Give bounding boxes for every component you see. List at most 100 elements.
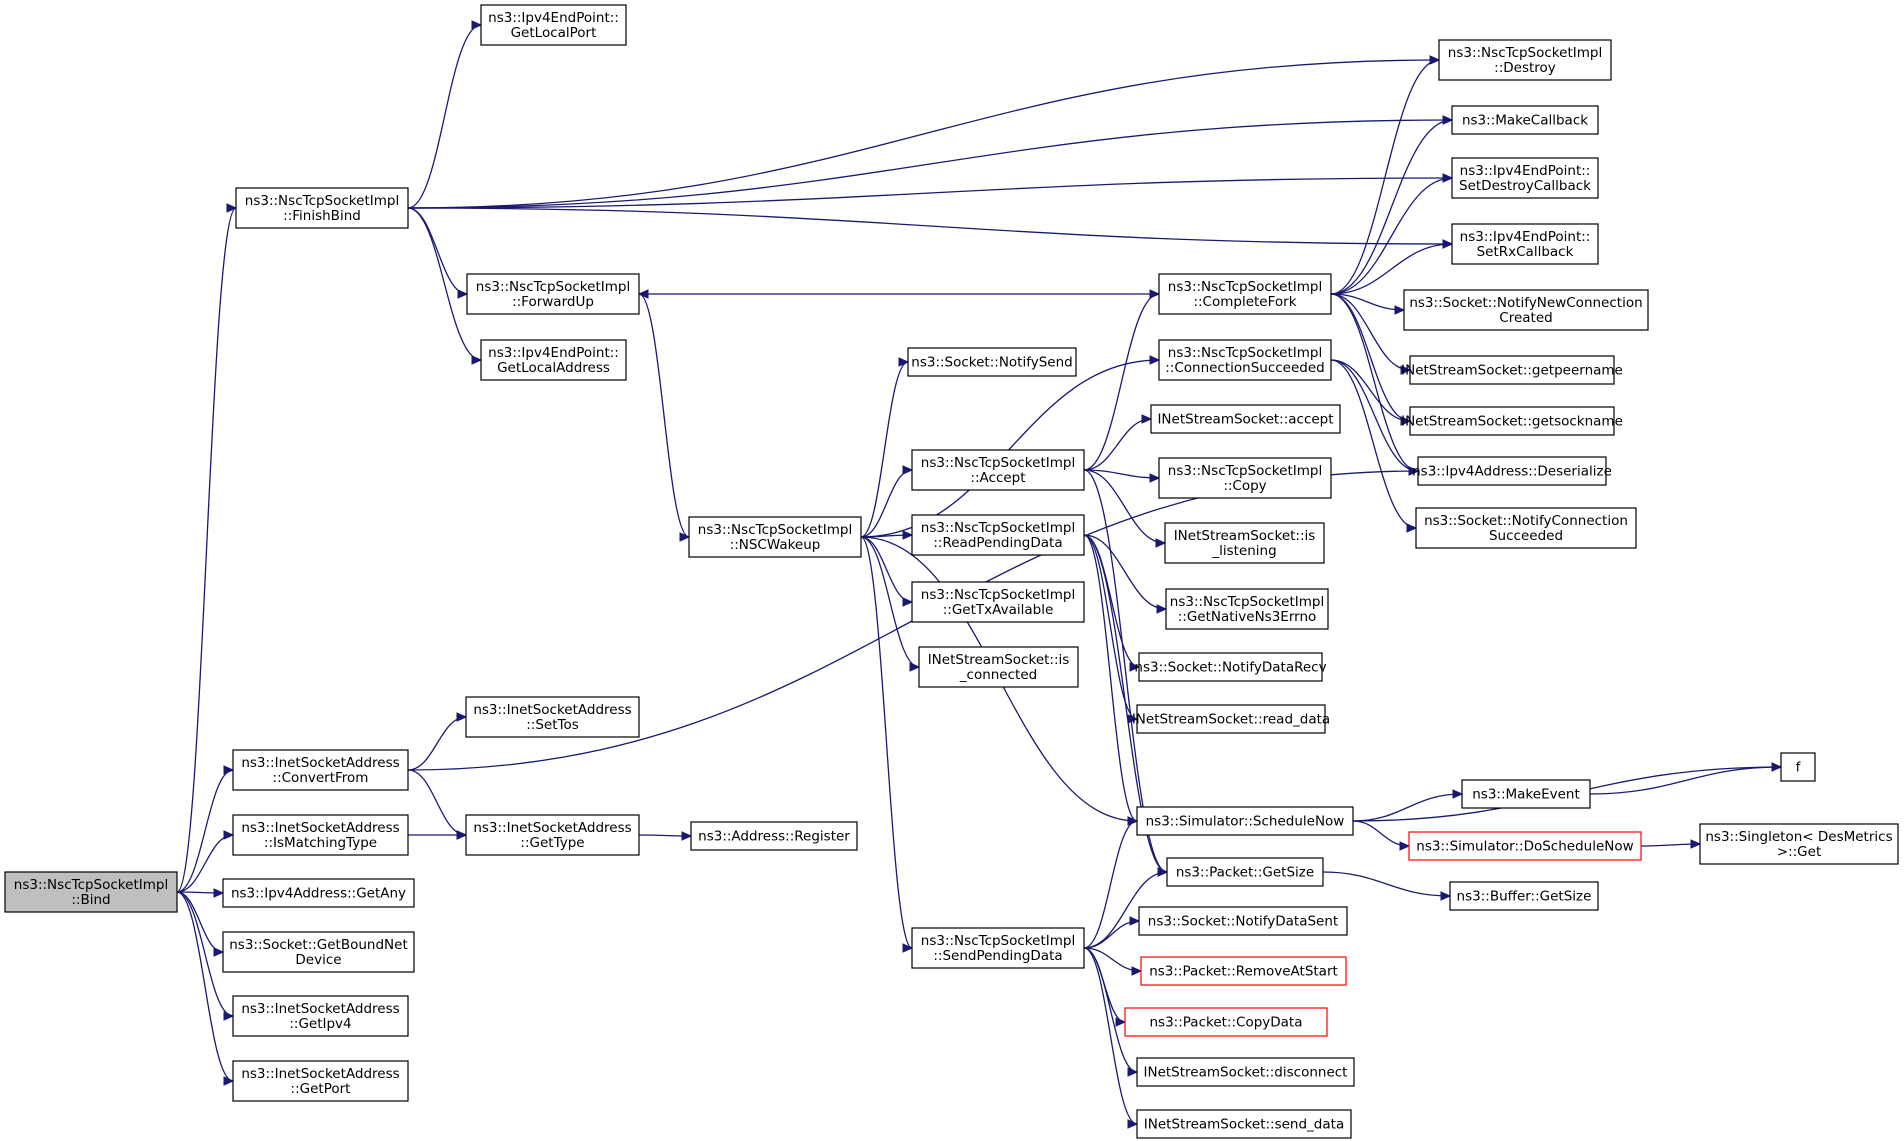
edge-readpendingdata-to-getnativens3errno — [1083, 534, 1168, 614]
node-setrxcallback[interactable]: ns3::Ipv4EndPoint::SetRxCallback — [1451, 223, 1599, 265]
edge-line — [407, 207, 482, 361]
node-label-line: ns3::Packet::GetSize — [1176, 865, 1314, 881]
node-schedulenow[interactable]: ns3::Simulator::ScheduleNow — [1136, 806, 1354, 836]
node-label-line: INetStreamSocket::send_data — [1144, 1117, 1344, 1133]
edge-sendpendingdata-to-disconnect — [1083, 947, 1139, 1077]
node-label-line: ns3::NscTcpSocketImpl — [921, 520, 1075, 536]
node-box — [1138, 906, 1348, 936]
node-notifysend[interactable]: ns3::Socket::NotifySend — [907, 347, 1077, 377]
node-destroy[interactable]: ns3::NscTcpSocketImpl::Destroy — [1438, 39, 1612, 81]
edge-accept-to-completefork — [1083, 289, 1161, 471]
node-box — [465, 814, 640, 856]
arrowhead-icon — [1442, 173, 1454, 183]
edge-doschedulenow-to-singletonget — [1640, 839, 1702, 849]
edge-schedulenow-to-makeevent — [1352, 789, 1464, 822]
node-box — [1136, 1109, 1352, 1139]
edge-line — [1330, 359, 1419, 472]
arrowhead-icon — [1131, 966, 1143, 976]
node-box — [1136, 704, 1326, 734]
node-label-line: ns3::Socket::NotifyNewConnection — [1409, 295, 1642, 311]
node-removeatstart[interactable]: ns3::Packet::RemoveAtStart — [1140, 956, 1347, 986]
node-readdata[interactable]: INetStreamSocket::read_data — [1132, 704, 1330, 734]
node-label-line: ::SendPendingData — [933, 948, 1062, 964]
node-box — [480, 4, 627, 46]
node-label-line: ::IsMatchingType — [264, 835, 377, 851]
node-label-line: ns3::NscTcpSocketImpl — [14, 877, 168, 893]
node-makeevent[interactable]: ns3::MakeEvent — [1461, 779, 1591, 809]
node-connectionsucceeded[interactable]: ns3::NscTcpSocketImpl::ConnectionSucceed… — [1158, 339, 1332, 381]
edge-finishbind-to-setdestroycallback — [407, 173, 1454, 209]
edge-line — [407, 716, 467, 771]
node-readpendingdata[interactable]: ns3::NscTcpSocketImpl::ReadPendingData — [911, 514, 1085, 556]
node-box — [1136, 806, 1354, 836]
node-getany[interactable]: ns3::Ipv4Address::GetAny — [222, 878, 415, 908]
arrowhead-icon — [1690, 839, 1702, 849]
node-ismatchingtype[interactable]: ns3::InetSocketAddress::IsMatchingType — [232, 814, 409, 856]
node-islistening[interactable]: INetStreamSocket::is_listening — [1164, 522, 1325, 564]
node-settos[interactable]: ns3::InetSocketAddress::SetTos — [465, 696, 640, 738]
node-disconnect[interactable]: INetStreamSocket::disconnect — [1136, 1057, 1355, 1087]
edge-nscwakeup-to-connectionsucceeded — [860, 355, 1161, 538]
node-getnativens3errno[interactable]: ns3::NscTcpSocketImpl::GetNativeNs3Errno — [1165, 588, 1329, 630]
node-box — [232, 995, 409, 1037]
node-label-line: ns3::NscTcpSocketImpl — [921, 587, 1075, 603]
node-gettxavailable[interactable]: ns3::NscTcpSocketImpl::GetTxAvailable — [911, 581, 1085, 623]
edge-line — [1083, 293, 1160, 471]
node-box — [1140, 956, 1347, 986]
node-completefork[interactable]: ns3::NscTcpSocketImpl::CompleteFork — [1158, 273, 1332, 315]
node-packetgetsize[interactable]: ns3::Packet::GetSize — [1166, 857, 1324, 887]
edge-line — [1330, 359, 1411, 422]
node-gettype[interactable]: ns3::InetSocketAddress::GetType — [465, 814, 640, 856]
node-getlocaladdress[interactable]: ns3::Ipv4EndPoint::GetLocalAddress — [480, 339, 627, 381]
node-label-line: ns3::NscTcpSocketImpl — [1168, 463, 1322, 479]
edge-sendpendingdata-to-senddata — [1083, 947, 1139, 1129]
node-getipv4[interactable]: ns3::InetSocketAddress::GetIpv4 — [232, 995, 409, 1037]
node-getlocalport[interactable]: ns3::Ipv4EndPoint::GetLocalPort — [480, 4, 627, 46]
node-box — [232, 1060, 409, 1102]
node-label-line: ::FinishBind — [283, 208, 361, 224]
node-doschedulenow[interactable]: ns3::Simulator::DoScheduleNow — [1408, 831, 1642, 861]
node-finishbind[interactable]: ns3::NscTcpSocketImpl::FinishBind — [235, 187, 409, 229]
node-buffergetsize[interactable]: ns3::Buffer::GetSize — [1449, 881, 1599, 911]
node-notifydatasent[interactable]: ns3::Socket::NotifyDataSent — [1138, 906, 1348, 936]
node-notifydatarecv[interactable]: ns3::Socket::NotifyDataRecv — [1134, 652, 1327, 682]
node-copy[interactable]: ns3::NscTcpSocketImpl::Copy — [1158, 457, 1332, 499]
node-box — [1408, 831, 1642, 861]
node-label-line: ns3::Address::Register — [698, 829, 850, 845]
node-forwardup[interactable]: ns3::NscTcpSocketImpl::ForwardUp — [466, 273, 640, 315]
node-register[interactable]: ns3::Address::Register — [690, 821, 858, 851]
arrowhead-icon — [456, 712, 468, 722]
edge-line — [407, 207, 1453, 245]
node-box — [1158, 273, 1332, 315]
node-getsockname[interactable]: INetStreamSocket::getsockname — [1401, 406, 1623, 436]
node-sendpendingdata[interactable]: ns3::NscTcpSocketImpl::SendPendingData — [911, 927, 1085, 969]
node-senddata[interactable]: INetStreamSocket::send_data — [1136, 1109, 1352, 1139]
node-singletonget[interactable]: ns3::Singleton< DesMetrics >::Get — [1699, 823, 1899, 865]
node-deserialize[interactable]: ns3::Ipv4Address::Deserialize — [1412, 456, 1612, 486]
node-label-line: SetRxCallback — [1477, 244, 1574, 260]
node-makecallback[interactable]: ns3::MakeCallback — [1451, 105, 1599, 135]
node-nscwakeup[interactable]: ns3::NscTcpSocketImpl::NSCWakeup — [688, 516, 862, 558]
node-isconnected[interactable]: INetStreamSocket::is_connected — [918, 646, 1079, 688]
arrowhead-icon — [1127, 1119, 1139, 1129]
node-box — [1166, 857, 1324, 887]
edge-line — [1330, 119, 1453, 295]
node-getpeername[interactable]: INetStreamSocket::getpeername — [1401, 355, 1623, 385]
edge-line — [1083, 947, 1138, 1073]
arrowhead-icon — [637, 289, 649, 299]
node-getport[interactable]: ns3::InetSocketAddress::GetPort — [232, 1060, 409, 1102]
node-setdestroycallback[interactable]: ns3::Ipv4EndPoint::SetDestroyCallback — [1451, 157, 1599, 199]
node-accept[interactable]: ns3::NscTcpSocketImpl::Accept — [911, 449, 1085, 491]
node-f[interactable]: f — [1780, 752, 1816, 782]
edge-sendpendingdata-to-packetgetsize — [1083, 867, 1169, 949]
arrowhead-icon — [1399, 841, 1411, 851]
edge-readpendingdata-to-readdata — [1083, 534, 1139, 724]
node-box — [1417, 456, 1607, 486]
node-copydata[interactable]: ns3::Packet::CopyData — [1124, 1007, 1328, 1037]
node-convertfrom[interactable]: ns3::InetSocketAddress::ConvertFrom — [232, 749, 409, 791]
node-label-line: ns3::Socket::GetBoundNet — [229, 937, 408, 953]
node-inetaccept[interactable]: INetStreamSocket::accept — [1150, 404, 1341, 434]
